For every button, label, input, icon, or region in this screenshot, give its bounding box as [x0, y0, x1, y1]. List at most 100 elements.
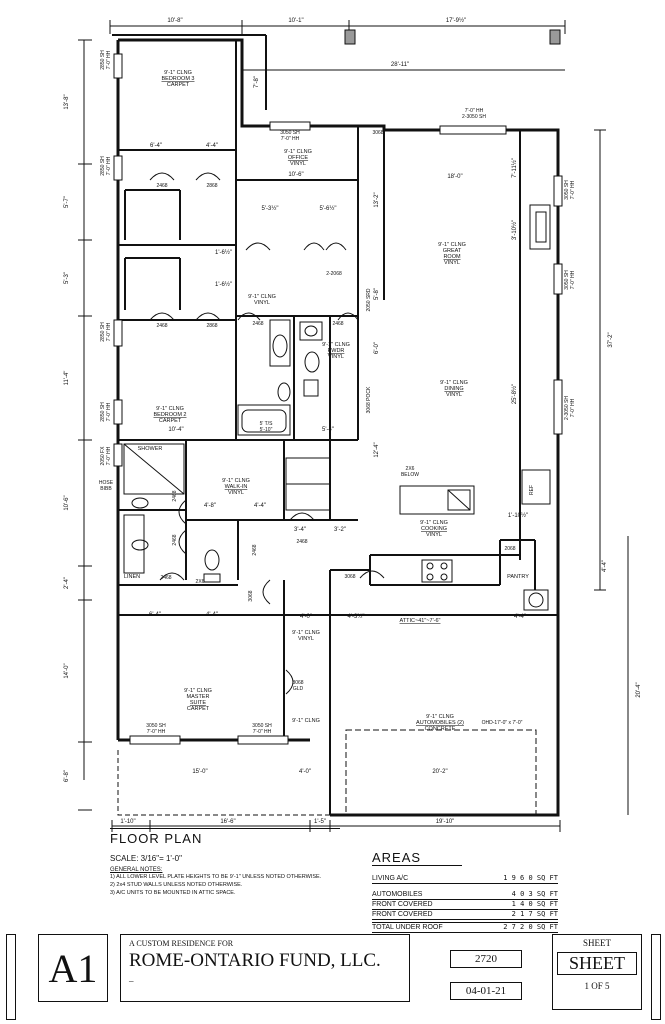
dim-left-3: 5'-3": [64, 272, 70, 284]
label-door-3068-top: 3068: [372, 130, 383, 136]
dim-left-6: 2'-4": [64, 577, 70, 589]
area-label: AUTOMOBILES: [372, 891, 423, 898]
areas-table: AREAS LIVING A/C 1 9 6 0 SQ FT AUTOMOBIL…: [372, 850, 558, 933]
area-label: LIVING A/C: [372, 875, 409, 882]
dim-top-left: 10'-8": [167, 18, 182, 24]
dim-pwdr-width: 5'-4": [322, 427, 334, 433]
door-swings: [149, 172, 385, 695]
label-hose: HOSE: [99, 480, 114, 486]
interior-walls: [118, 40, 558, 815]
area-value: 2 1 7 SQ FT: [511, 910, 558, 918]
label-win-bed3: 2850 SH: [100, 50, 106, 70]
room-pantry: PANTRY: [507, 574, 529, 580]
area-value: 1 4 0 SQ FT: [511, 900, 558, 908]
room-cooking-name: COOKING: [421, 526, 447, 532]
label-door-2068: 2068: [504, 546, 515, 552]
plan-title: FLOOR PLAN: [110, 828, 340, 846]
area-value: 1 9 6 0 SQ FT: [503, 874, 558, 882]
job-number: 2720: [450, 950, 522, 968]
room-cooking-clng: 9'-1" CLNG: [420, 520, 448, 526]
titleblock-right-bar: [651, 934, 661, 1020]
label-garage-door: OHD-17'-0" x 7'-0": [482, 720, 523, 726]
label-win-left-4-b: 7'-0" HH: [106, 402, 112, 421]
dim-top-right: 17'-9½": [446, 17, 466, 24]
dim-closet-2: 4'-4": [206, 143, 218, 149]
label-win-left-5: 2050 FX: [100, 446, 106, 466]
room-linen: LINEN: [124, 574, 140, 580]
dim-wic: 4'-8": [204, 503, 216, 509]
room-entry-clng: 9'-1" CLNG: [292, 718, 320, 724]
plan-scale: SCALE: 3/16"= 1'-0": [110, 854, 182, 863]
label-door-2468-d: 2468: [332, 321, 343, 327]
sheet-box: SHEET SHEET 1 OF 5: [552, 934, 642, 1010]
dim-laundry-2: 3'-4": [294, 527, 306, 533]
label-door-2-2068: 2-2068: [326, 271, 342, 277]
room-great-clng: 9'-1" CLNG: [438, 242, 466, 248]
area-row-total: TOTAL UNDER ROOF 2 7 2 0 SQ FT: [372, 922, 558, 933]
fixtures: [117, 29, 561, 816]
room-dining-floor: VINYL: [446, 392, 462, 398]
label-win-master-1: 3050 SH: [146, 723, 166, 729]
label-pocket: 3068 POCK: [366, 386, 372, 413]
dim-stair-1: 1'-6½": [215, 249, 232, 256]
dim-greatroom-v4: 25'-8½": [511, 384, 518, 404]
label-win-left-4: 2850 SH: [100, 402, 106, 422]
room-office-clng: 9'-1" CLNG: [284, 149, 312, 155]
dim-kitchen-2: 12'-4": [374, 442, 380, 457]
exterior-walls: [112, 34, 560, 817]
room-bedroom2-name: BEDROOM 2: [153, 412, 186, 418]
room-master-floor: CARPET: [187, 706, 210, 712]
room-hall-clng: 9'-1" CLNG: [248, 294, 276, 300]
room-office-name: OFFICE: [288, 155, 308, 161]
sheet-big: SHEET: [557, 952, 637, 975]
dim-office-width: 10'-6": [288, 172, 303, 178]
label-win-left-2-b: 7'-0" HH: [106, 156, 112, 175]
dim-garage-w: 4'-0": [300, 614, 312, 620]
label-win-office-b: 7'-0" HH: [281, 136, 300, 142]
dim-master-w1: 6'-4": [149, 612, 161, 618]
label-door-2468-a: 2468: [156, 183, 167, 189]
dim-greatroom-v1: 13'-2": [374, 192, 380, 207]
label-win-right-3: 2-3050 SH: [564, 396, 570, 420]
label-door-2468-c: 2468: [252, 321, 263, 327]
label-win-left-5-b: 7'-0" HH: [106, 446, 112, 465]
room-garage-clng: 9'-1" CLNG: [426, 714, 454, 720]
room-master-clng: 9'-1" CLNG: [184, 688, 212, 694]
room-walkin-clng: 9'-1" CLNG: [222, 478, 250, 484]
dim-top-mid: 10'-1": [288, 18, 303, 24]
dim-garage-w3: 4'-4": [514, 614, 526, 620]
dim-bottom-3: 1'-5": [314, 819, 326, 825]
dim-bed2-width: 10'-4": [168, 427, 183, 433]
dim-left-8: 6'-8": [64, 770, 70, 782]
dim-bottom-2: 16'-6": [220, 819, 235, 825]
dim-right-lower: 20'-4": [636, 682, 642, 697]
label-door-3068-gld: 3068: [292, 680, 303, 686]
titleblock-client: ROME-ONTARIO FUND, LLC.: [129, 950, 381, 971]
note-item: 1) ALL LOWER LEVEL PLATE HEIGHTS TO BE 9…: [110, 874, 322, 880]
area-row: AUTOMOBILES 4 0 3 SQ FT: [372, 890, 558, 900]
label-win-great-top: 7'-0" HH: [465, 108, 484, 114]
dim-garage-w2: 4'-3½": [348, 613, 365, 620]
titleblock-left-bar: [6, 934, 16, 1020]
dim-hall-1: 5'-3½": [262, 205, 279, 212]
label-win-left-2: 2850 SH: [100, 156, 106, 176]
room-master-name1: MASTER: [187, 694, 210, 700]
area-value: 4 0 3 SQ FT: [511, 890, 558, 898]
note-item: 2) 2x4 STUD WALLS UNLESS NOTED OTHERWISE…: [110, 882, 243, 888]
room-bedroom2-floor: CARPET: [159, 418, 182, 424]
room-bedroom2-clng: 9'-1" CLNG: [156, 406, 184, 412]
label-door-2468-h: 2468: [296, 539, 307, 545]
area-row: LIVING A/C 1 9 6 0 SQ FT: [372, 874, 558, 884]
titleblock-subtitle: A CUSTOM RESIDENCE FOR: [129, 939, 234, 948]
sheet-id: A1: [38, 934, 108, 1002]
area-row: FRONT COVERED 1 4 0 SQ FT: [372, 900, 558, 910]
label-door-2868-a: 2868: [206, 183, 217, 189]
area-value: 2 7 2 0 SQ FT: [503, 923, 558, 931]
label-win-right-3-b: 7'-0" HH: [570, 398, 576, 417]
dim-overall-width: 28'-11": [391, 62, 409, 68]
label-door-2468-f: 2468: [172, 534, 178, 545]
room-bedroom3-name: BEDROOM 3: [161, 76, 194, 82]
dim-greatroom-v3: 6'-0": [374, 342, 380, 354]
label-win-bed3-b: 7'-0" HH: [106, 50, 112, 69]
